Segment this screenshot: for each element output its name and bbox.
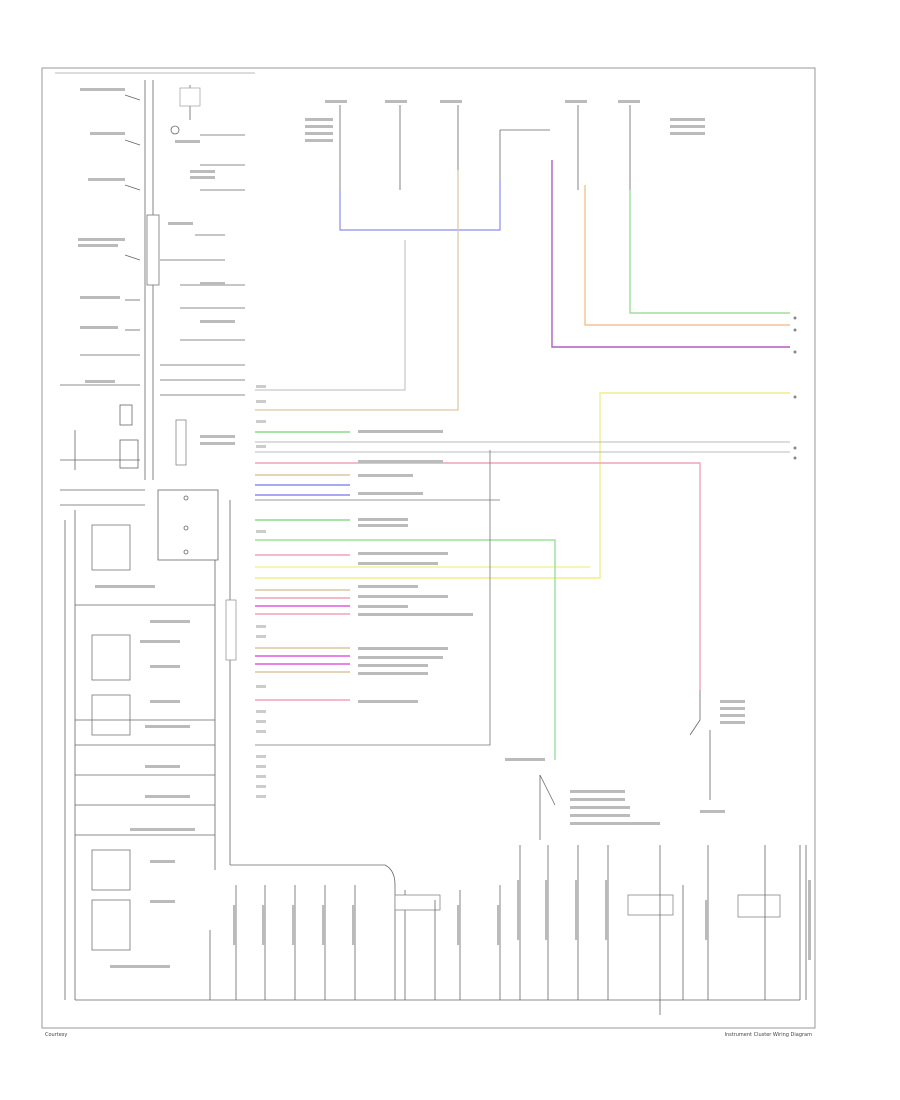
top-fuse-group	[339, 105, 631, 190]
top-fuse-labels	[305, 100, 705, 142]
footer-right-text: Instrument Cluster Wiring Diagram	[724, 1032, 812, 1038]
module-labels	[95, 585, 195, 968]
right-switch-labels	[505, 700, 745, 825]
right-terminal-markers	[793, 316, 797, 460]
ground-bus	[75, 845, 807, 1015]
left-switch-group	[60, 80, 160, 506]
green-wire-mid	[255, 539, 556, 760]
right-switch	[539, 690, 711, 840]
diagram-frame	[41, 67, 816, 1029]
purple-wire	[551, 160, 790, 348]
blue-wire	[339, 180, 501, 231]
green-wire-top	[629, 190, 790, 314]
connector-pin-labels	[358, 430, 473, 703]
main-connector	[225, 500, 396, 1000]
tan-wire	[255, 170, 459, 411]
ground-bus-labels	[233, 880, 811, 960]
footer-left-text: Courtesy	[45, 1032, 67, 1038]
dark-wire-mid	[255, 450, 500, 746]
yellow-wire	[255, 392, 790, 579]
relay-labels	[168, 140, 235, 445]
relay-column	[157, 85, 245, 561]
connector-pin-stubs	[255, 431, 350, 701]
module-boxes	[64, 510, 216, 1000]
gray-wire-right	[255, 441, 790, 453]
connector-pin-numbers	[256, 385, 266, 798]
gray-wire-upper	[255, 240, 406, 391]
orange-wire	[584, 185, 790, 326]
left-switch-labels	[78, 88, 125, 383]
